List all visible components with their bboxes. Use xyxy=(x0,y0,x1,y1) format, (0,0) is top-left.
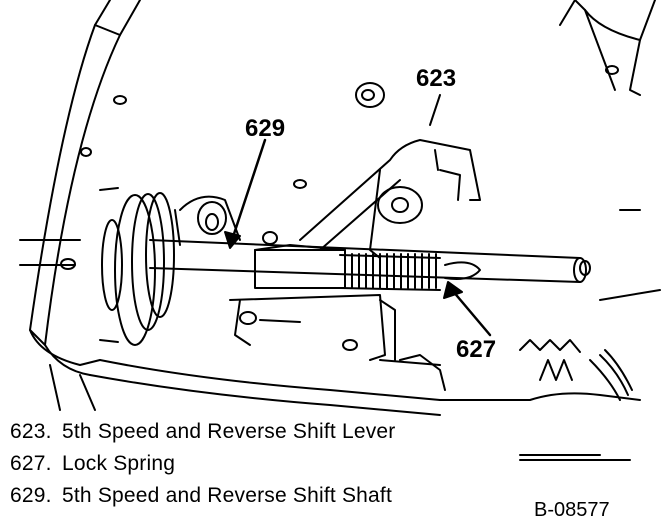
callout-629: 629 xyxy=(245,115,285,142)
transmission-housing xyxy=(19,0,661,461)
leader-627-arrowhead xyxy=(443,281,463,299)
legend-text: 5th Speed and Reverse Shift Shaft xyxy=(62,484,392,507)
leader-629-arrowhead xyxy=(224,231,241,249)
legend-item-623: 623. 5th Speed and Reverse Shift Lever xyxy=(10,420,395,444)
right-gears xyxy=(399,339,633,401)
shift-lever xyxy=(299,139,481,259)
legend-number: 629. xyxy=(10,484,52,507)
shift-fork xyxy=(174,195,241,246)
callout-leaders xyxy=(224,94,492,337)
housing-bolt-holes xyxy=(60,65,619,351)
leader-623 xyxy=(429,94,441,126)
callout-627: 627 xyxy=(456,336,496,363)
legend-text: 5th Speed and Reverse Shift Lever xyxy=(62,420,396,443)
legend-number: 623. xyxy=(10,420,52,443)
leader-629 xyxy=(230,138,267,242)
legend-item-629: 629. 5th Speed and Reverse Shift Shaft xyxy=(10,484,392,508)
legend-item-627: 627. Lock Spring xyxy=(10,452,175,476)
lock-spring xyxy=(339,253,591,291)
legend-text: Lock Spring xyxy=(62,452,176,475)
callout-623: 623 xyxy=(416,65,456,92)
shift-shaft xyxy=(149,231,587,289)
figure-code: B-08577 xyxy=(534,499,610,521)
gear-assembly xyxy=(99,187,175,346)
mounting-bracket xyxy=(229,294,441,366)
leader-627 xyxy=(450,288,492,337)
legend-number: 627. xyxy=(10,452,52,475)
